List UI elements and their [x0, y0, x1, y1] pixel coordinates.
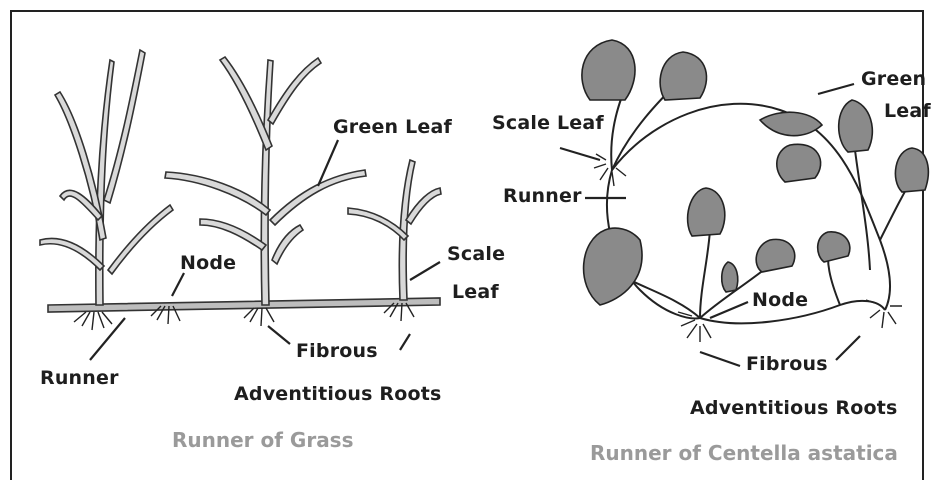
grass-plant-3: [348, 160, 441, 300]
pointer-runner: [90, 318, 125, 360]
label-leaf-right: Leaf: [884, 100, 931, 122]
pointer-fibrous-right-1: [700, 352, 740, 366]
label-fibrous-left: Fibrous: [296, 340, 378, 362]
pointer-fibrous-right-2: [836, 336, 860, 360]
pointer-fibrous-1: [268, 326, 290, 344]
pointer-fibrous-2: [400, 334, 410, 350]
label-green-right: Green: [861, 68, 926, 90]
pointer-node: [172, 273, 184, 296]
caption-left: Runner of Grass: [172, 428, 354, 452]
label-fibrous-right: Fibrous: [746, 353, 828, 375]
label-node-right: Node: [752, 289, 808, 311]
pointer-scale-leaf: [410, 262, 440, 280]
grass-runner-stem: [48, 298, 440, 312]
label-adventitious-roots-right: Adventitious Roots: [690, 397, 898, 419]
label-runner-right: Runner: [503, 185, 582, 207]
label-scale-leaf-right: Scale Leaf: [492, 112, 604, 134]
label-leaf-left: Leaf: [452, 281, 499, 303]
grass-runner-drawing: [40, 50, 441, 312]
centella-runner-drawing: [607, 75, 915, 323]
label-adventitious-roots-left: Adventitious Roots: [234, 383, 442, 405]
label-node-left: Node: [180, 252, 236, 274]
pointer-green-leaf-right: [818, 84, 854, 94]
grass-plant-1: [40, 50, 173, 305]
caption-right: Runner of Centella astatica: [590, 441, 898, 465]
label-runner-left: Runner: [40, 367, 119, 389]
label-green-leaf-left: Green Leaf: [333, 116, 452, 138]
pointer-scale-leaf-right: [560, 148, 600, 160]
label-scale-left: Scale: [447, 243, 505, 265]
